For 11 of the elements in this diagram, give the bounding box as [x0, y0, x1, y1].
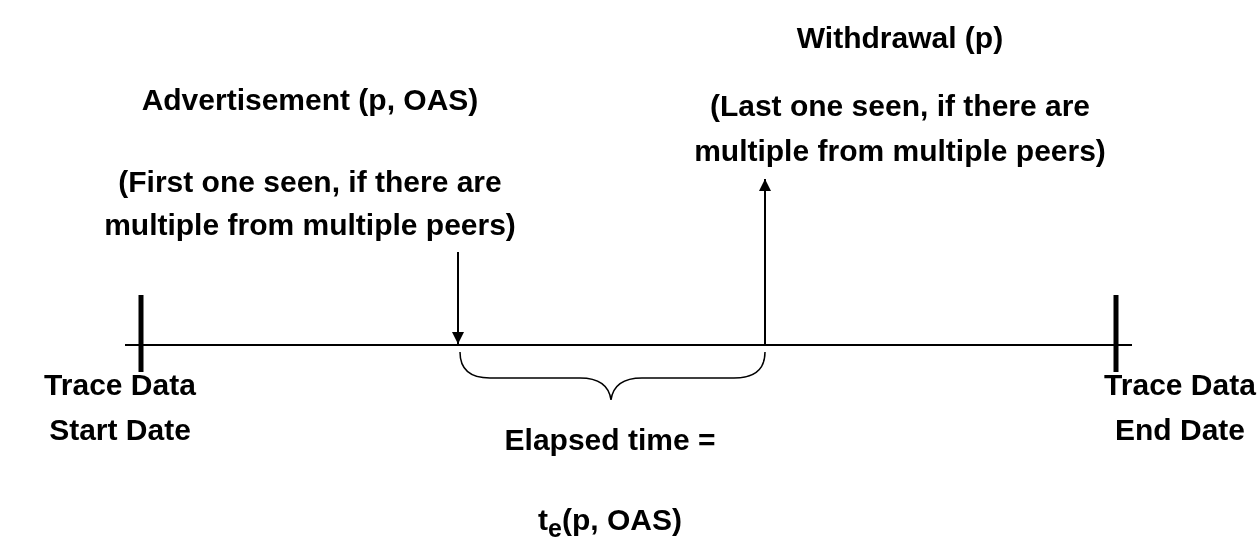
event-title: Advertisement (p, OAS)	[141, 82, 479, 118]
timeline-label: Trace Data End Date	[1103, 367, 1257, 448]
timeline-label: t$_{e}$(p, OAS)	[537, 502, 683, 544]
event-title: Withdrawal (p)	[796, 20, 1004, 56]
event-description: (First one seen, if there are multiple from multiple peers)	[103, 164, 517, 243]
arrow	[759, 178, 771, 345]
arrow	[452, 251, 464, 345]
event-description: (Last one seen, if there are multiple from multiple peers)	[693, 88, 1107, 169]
timeline-label: Trace Data Start Date	[43, 367, 197, 448]
timeline-label: Elapsed time =	[503, 422, 717, 458]
timeline-axis	[125, 344, 1132, 346]
